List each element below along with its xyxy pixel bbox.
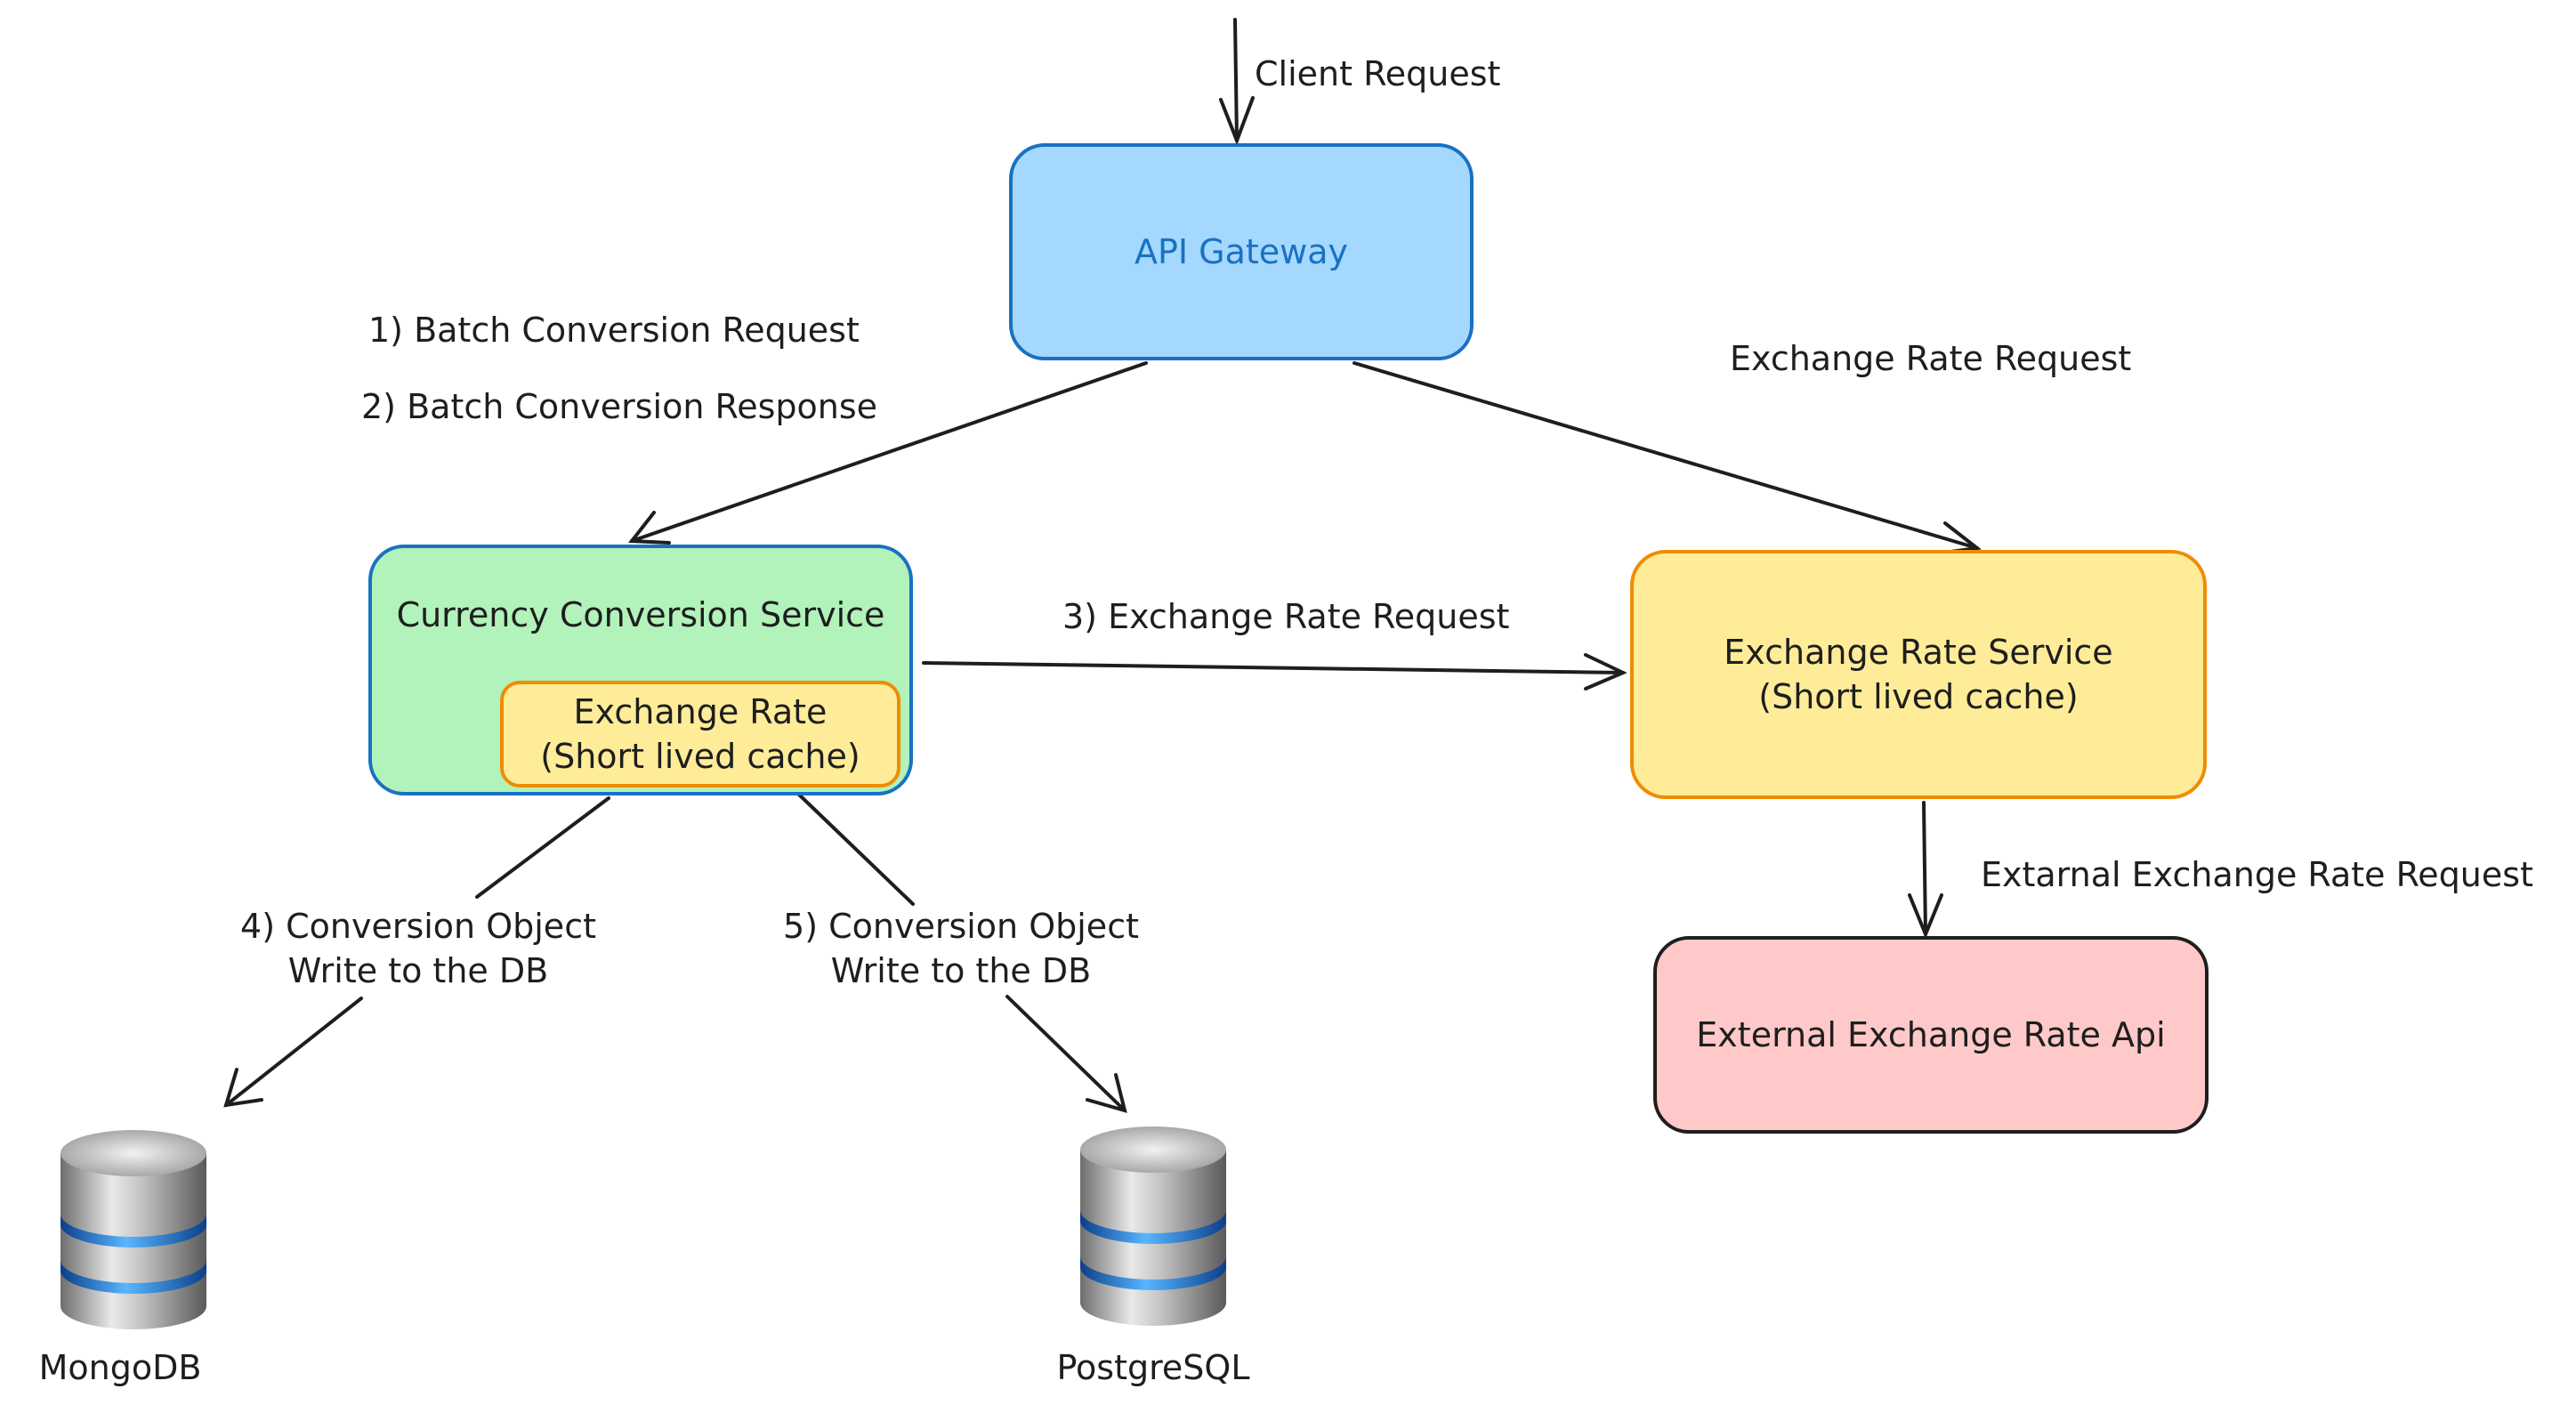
mongo-write-line2: Write to the DB <box>287 951 549 990</box>
exchange-rate-service-title: Exchange Rate Service <box>1724 633 2113 672</box>
external-request-arrow <box>1908 801 1943 940</box>
external-api-label: External Exchange Rate Api <box>1696 1015 2166 1054</box>
api-gateway-node: API Gateway <box>1009 143 1474 360</box>
client-request-arrow <box>1219 18 1255 146</box>
mongodb-label: MongoDB <box>38 1348 202 1387</box>
service-exchange-rate-arrow <box>922 653 1627 690</box>
api-gateway-label: API Gateway <box>1134 232 1349 271</box>
currency-conversion-service-label: Currency Conversion Service <box>396 595 885 634</box>
postgres-write-label: 5) Conversion Object Write to the DB <box>765 904 1157 993</box>
mongo-write-line1: 4) Conversion Object <box>240 907 596 946</box>
postgres-write-line1: 5) Conversion Object <box>783 907 1139 946</box>
mongo-write-label: 4) Conversion Object Write to the DB <box>222 904 614 993</box>
batch-response-label: 2) Batch Conversion Response <box>361 387 878 426</box>
batch-request-label: 1) Batch Conversion Request <box>368 311 860 350</box>
database-icon <box>61 1130 206 1329</box>
mongo-write-arrow <box>223 796 610 1108</box>
local-exchange-rate-cache-node: Exchange Rate (Short lived cache) <box>500 681 900 787</box>
gateway-exchange-rate-arrow <box>1353 361 1982 555</box>
postgres-write-arrow <box>797 793 1127 1113</box>
external-exchange-rate-api-node: External Exchange Rate Api <box>1653 936 2209 1134</box>
postgresql-label: PostgreSQL <box>1056 1348 1250 1387</box>
external-request-label: Extarnal Exchange Rate Request <box>1981 855 2533 894</box>
service-exchange-rate-request-label: 3) Exchange Rate Request <box>1062 597 1510 636</box>
postgres-write-line2: Write to the DB <box>830 951 1092 990</box>
client-request-label: Client Request <box>1255 54 1501 93</box>
gateway-exchange-rate-request-label: Exchange Rate Request <box>1730 339 2132 378</box>
local-cache-title: Exchange Rate <box>573 692 828 731</box>
local-cache-subtitle: (Short lived cache) <box>540 737 860 776</box>
exchange-rate-service-node: Exchange Rate Service (Short lived cache… <box>1630 550 2207 799</box>
exchange-rate-service-subtitle: (Short lived cache) <box>1758 677 2079 716</box>
batch-conversion-arrow <box>628 361 1148 545</box>
database-icon <box>1080 1126 1226 1326</box>
